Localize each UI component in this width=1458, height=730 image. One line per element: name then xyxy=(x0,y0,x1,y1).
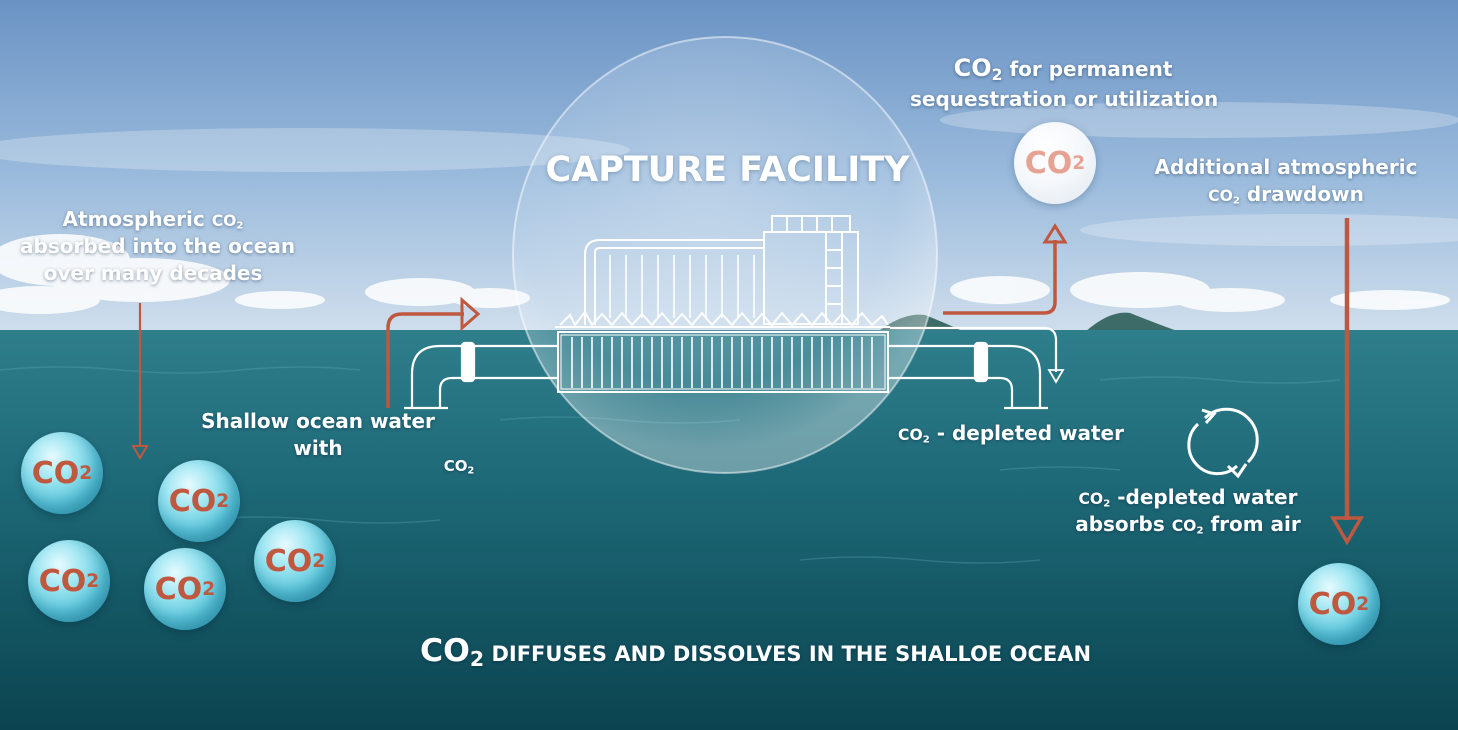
facility-title: CAPTURE FACILITY xyxy=(545,150,910,190)
drawdown-label-line1: Additional atmospheric xyxy=(1154,155,1418,179)
drawdown-label-line2: CO2 drawdown xyxy=(1208,182,1364,207)
shallow-water-label-line1: Shallow ocean water xyxy=(201,409,435,433)
sequestration-label: CO2 for permanent sequestration or utili… xyxy=(910,52,1219,113)
absorbs-label-line1: CO2 -depleted water xyxy=(1078,485,1298,510)
co2-inline: CO2 xyxy=(420,633,485,672)
extraction-arrow xyxy=(943,240,1057,315)
depleted-water-label: CO2 - depleted water xyxy=(898,421,1124,446)
clouds xyxy=(0,234,1450,314)
atmospheric-label-line1: Atmospheric CO2 xyxy=(62,207,244,232)
absorbs-label: CO2 -depleted water absorbs CO2 from air xyxy=(1070,484,1306,538)
absorbs-label-line2: absorbs CO2 from air xyxy=(1075,512,1301,537)
facility-icon xyxy=(555,215,890,393)
atmospheric-label: Atmospheric CO2 absorbed into the ocean … xyxy=(20,206,296,287)
co2-inline: CO2 xyxy=(1078,490,1111,510)
cycle-arrows-icon xyxy=(1187,407,1259,479)
red-arrows xyxy=(131,218,1365,546)
co2-inline: CO2 xyxy=(1171,517,1204,537)
drawdown-label: Additional atmospheric CO2 drawdown xyxy=(1152,154,1420,208)
sequestration-label-line1: CO2 for permanent xyxy=(953,54,1173,84)
sequestration-label-line2: sequestration or utilization xyxy=(910,86,1219,111)
shallow-water-label-line2: with xyxy=(293,436,343,460)
co2-inline: CO2 xyxy=(211,212,244,232)
shallow-water-co2: CO2 xyxy=(443,457,475,477)
atmospheric-label-line3: over many decades xyxy=(43,261,263,286)
pipe-icon-left xyxy=(404,341,558,410)
capture-dome xyxy=(512,36,938,474)
shallow-water-label: Shallow ocean water with xyxy=(200,408,436,462)
haze-bands xyxy=(0,102,1458,246)
bottom-caption: CO2 DIFFUSES AND DISSOLVES IN THE SHALLO… xyxy=(420,633,1092,672)
inflow-arrow xyxy=(386,312,464,408)
co2-inline: CO2 xyxy=(1208,187,1240,207)
co2-inline: CO2 xyxy=(953,54,1003,84)
pipe-icon-right xyxy=(888,326,1065,410)
co2-inline: CO2 xyxy=(898,426,930,446)
atmospheric-label-line2: absorbed into the ocean xyxy=(20,234,296,259)
